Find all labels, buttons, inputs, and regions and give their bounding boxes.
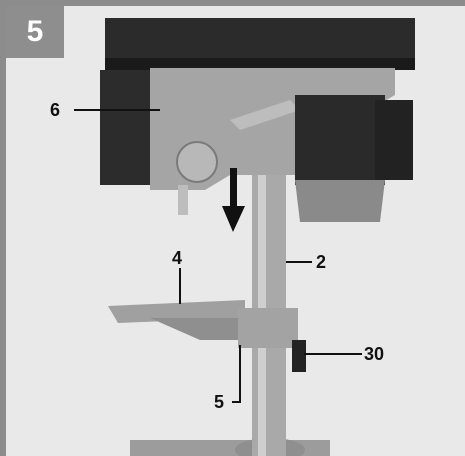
drill-table bbox=[108, 300, 245, 323]
spindle bbox=[178, 185, 188, 215]
left-border bbox=[0, 0, 6, 456]
callout-5: 5 bbox=[214, 392, 224, 412]
feed-hub bbox=[176, 141, 218, 183]
callout-30: 30 bbox=[364, 344, 384, 364]
side-housing bbox=[100, 70, 155, 185]
leader-line-5 bbox=[232, 345, 241, 403]
clamp-lever bbox=[292, 340, 306, 372]
motor-side bbox=[375, 100, 413, 180]
callout-2: 2 bbox=[316, 252, 326, 272]
figure-number-badge: 5 bbox=[6, 6, 64, 58]
table-bracket bbox=[238, 308, 298, 348]
callout-4: 4 bbox=[172, 248, 182, 268]
motor bbox=[295, 95, 385, 185]
motor-endcap bbox=[295, 180, 385, 222]
down-arrow-icon bbox=[222, 206, 245, 232]
arrow-shaft bbox=[230, 168, 237, 208]
top-border bbox=[0, 0, 465, 6]
callout-6: 6 bbox=[50, 100, 60, 120]
